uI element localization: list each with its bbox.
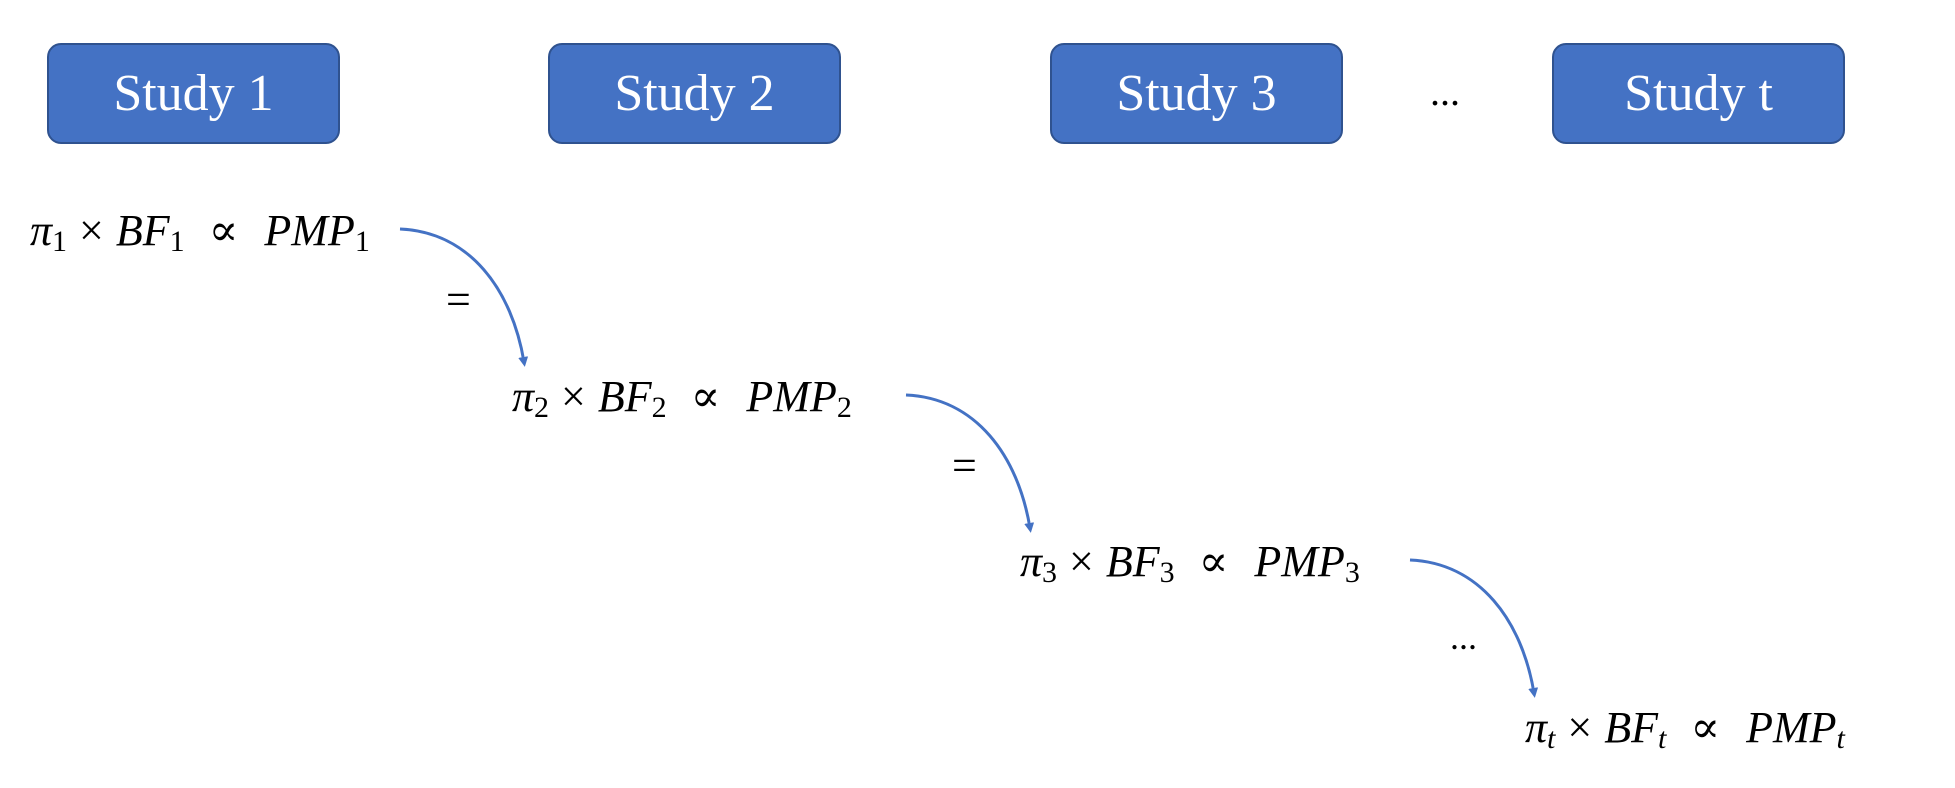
proportional-operator: ∝ xyxy=(208,205,239,255)
prior-symbol: π xyxy=(30,205,53,255)
proportional-operator: ∝ xyxy=(1690,702,1721,752)
prior-symbol: π xyxy=(1020,536,1043,586)
posterior-subscript: 3 xyxy=(1344,556,1360,589)
prior-subscript: 2 xyxy=(534,391,550,424)
bayes-factor-subscript: t xyxy=(1657,722,1667,755)
posterior-symbol: PMP xyxy=(1254,536,1345,586)
posterior-subscript: t xyxy=(1836,722,1845,755)
times-operator: × xyxy=(1069,536,1094,586)
bayes-factor-symbol: BF xyxy=(597,371,652,421)
study-1-label: Study 1 xyxy=(113,65,274,122)
study-2-label: Study 2 xyxy=(614,65,775,122)
times-operator: × xyxy=(79,205,104,255)
posterior-symbol: PMP xyxy=(264,205,355,255)
study-1-box: Study 1 xyxy=(47,43,340,144)
study-2-box: Study 2 xyxy=(548,43,841,144)
posterior-subscript: 2 xyxy=(836,391,852,424)
posterior-subscript: 1 xyxy=(354,225,370,258)
prior-symbol: π xyxy=(512,371,535,421)
bayes-factor-subscript: 2 xyxy=(651,391,667,424)
arrow-2-to-3 xyxy=(905,393,1035,533)
bayes-factor-subscript: 1 xyxy=(169,225,185,258)
bayes-factor-symbol: BF xyxy=(1604,702,1658,752)
arrow-1-to-2 xyxy=(399,227,529,367)
bayes-factor-symbol: BF xyxy=(1105,536,1160,586)
proportional-operator: ∝ xyxy=(1198,536,1229,586)
studies-ellipsis: ... xyxy=(1430,69,1460,114)
bayes-factor-subscript: 3 xyxy=(1159,556,1175,589)
ellipsis-connector: ... xyxy=(1450,617,1477,657)
study-t-label: Study t xyxy=(1624,65,1773,122)
prior-symbol: π xyxy=(1525,702,1548,752)
proportional-operator: ∝ xyxy=(690,371,721,421)
posterior-symbol: PMP xyxy=(746,371,837,421)
equals-connector-1: = xyxy=(446,275,471,324)
times-operator: × xyxy=(561,371,586,421)
bayes-factor-symbol: BF xyxy=(115,205,170,255)
prior-subscript: 3 xyxy=(1042,556,1058,589)
study-3-label: Study 3 xyxy=(1116,65,1277,122)
equals-connector-2: = xyxy=(952,441,977,490)
prior-subscript: 1 xyxy=(52,225,68,258)
posterior-symbol: PMP xyxy=(1746,702,1837,752)
study-t-box: Study t xyxy=(1552,43,1845,144)
prior-subscript: t xyxy=(1547,722,1556,755)
times-operator: × xyxy=(1567,702,1593,752)
arrow-3-to-t xyxy=(1409,558,1539,698)
study-3-box: Study 3 xyxy=(1050,43,1343,144)
